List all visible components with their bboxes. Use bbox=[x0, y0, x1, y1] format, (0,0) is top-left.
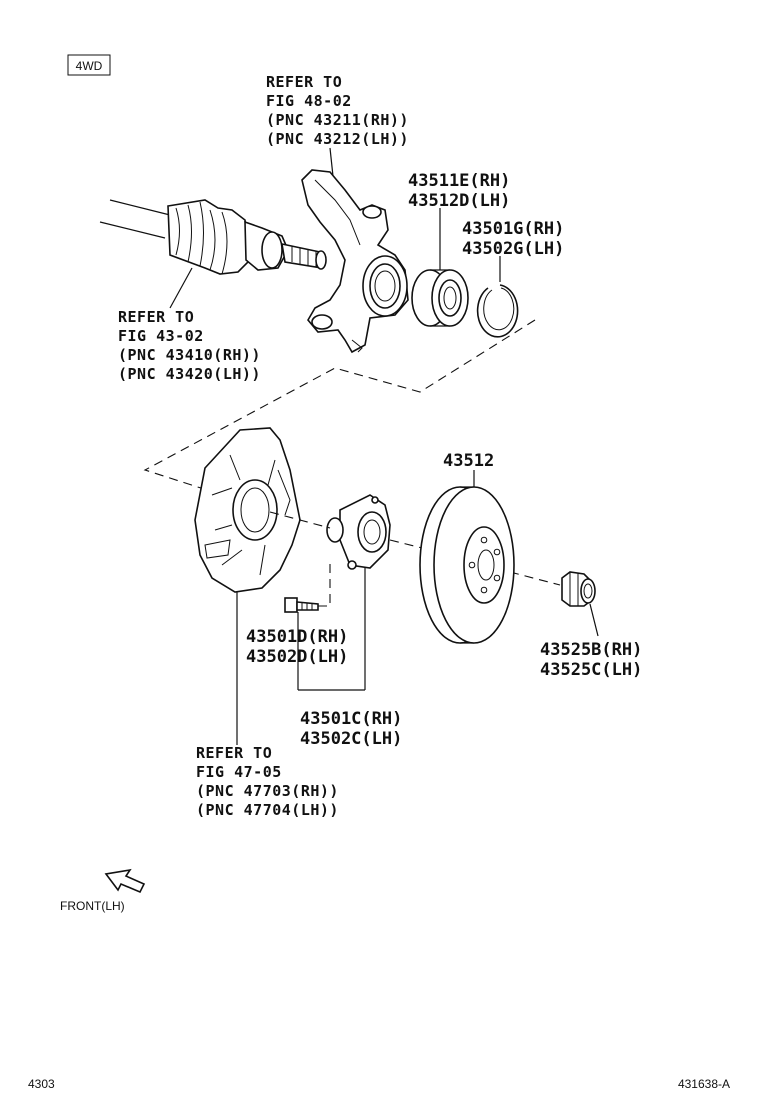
bolt-lh: 43502D(LH) bbox=[246, 647, 348, 667]
snap-ring bbox=[476, 284, 519, 338]
snap-ring-rh: 43501G(RH) bbox=[462, 219, 564, 239]
bearing-lh: 43512D(LH) bbox=[408, 191, 510, 211]
snap-ring-lh: 43502G(LH) bbox=[462, 239, 564, 259]
driveshaft-ref-line3: (PNC 43410(RH)) bbox=[118, 346, 261, 364]
drive-type-badge: 4WD bbox=[67, 54, 111, 76]
front-direction-arrow-icon bbox=[104, 868, 146, 894]
dust-cover-reference: REFER TO FIG 47-05 (PNC 47703(RH)) (PNC … bbox=[196, 744, 339, 819]
bolt-label: 43501D(RH) 43502D(LH) bbox=[246, 627, 348, 667]
disc-label: 43512 bbox=[443, 451, 494, 471]
badge-text: 4WD bbox=[76, 59, 103, 73]
nut-lh: 43525C(LH) bbox=[540, 660, 642, 680]
dust-cover-ref-line2: FIG 47-05 bbox=[196, 763, 282, 781]
hub-bolt bbox=[284, 597, 319, 613]
bolt-rh: 43501D(RH) bbox=[246, 627, 348, 647]
dust-cover bbox=[194, 427, 301, 593]
nut-label: 43525B(RH) 43525C(LH) bbox=[540, 640, 642, 680]
knuckle-ref-line3: (PNC 43211(RH)) bbox=[266, 111, 409, 129]
bolt-dash-line bbox=[318, 560, 331, 607]
driveshaft-reference: REFER TO FIG 43-02 (PNC 43410(RH)) (PNC … bbox=[118, 308, 261, 383]
nut-rh: 43525B(RH) bbox=[540, 640, 642, 660]
knuckle-ref-line4: (PNC 43212(LH)) bbox=[266, 130, 409, 148]
driveshaft-ref-line2: FIG 43-02 bbox=[118, 327, 204, 345]
dust-cover-ref-line3: (PNC 47703(RH)) bbox=[196, 782, 339, 800]
nut-leader bbox=[589, 603, 599, 637]
figure-id: 431638-A bbox=[678, 1077, 730, 1091]
driveshaft-leader bbox=[169, 267, 193, 309]
bearing-label: 43511E(RH) 43512D(LH) bbox=[408, 171, 510, 211]
knuckle-reference: REFER TO FIG 48-02 (PNC 43211(RH)) (PNC … bbox=[266, 73, 409, 148]
hub-bearing bbox=[411, 269, 469, 327]
assembly-outline bbox=[143, 319, 536, 521]
driveshaft-ref-line1: REFER TO bbox=[118, 308, 194, 326]
hub-lh: 43502C(LH) bbox=[300, 729, 402, 749]
drive-shaft bbox=[99, 199, 327, 275]
steering-knuckle bbox=[301, 169, 409, 354]
hub-rh: 43501C(RH) bbox=[300, 709, 402, 729]
front-label: FRONT(LH) bbox=[60, 899, 125, 913]
hub-nut bbox=[561, 571, 596, 607]
driveshaft-ref-line4: (PNC 43420(LH)) bbox=[118, 365, 261, 383]
axle-hub bbox=[326, 494, 391, 570]
page-number: 4303 bbox=[28, 1077, 55, 1091]
dust-cover-ref-line4: (PNC 47704(LH)) bbox=[196, 801, 339, 819]
brake-disc bbox=[419, 486, 515, 644]
hub-label: 43501C(RH) 43502C(LH) bbox=[300, 709, 402, 749]
knuckle-ref-line2: FIG 48-02 bbox=[266, 92, 352, 110]
knuckle-ref-line1: REFER TO bbox=[266, 73, 342, 91]
bearing-rh: 43511E(RH) bbox=[408, 171, 510, 191]
dust-cover-ref-line1: REFER TO bbox=[196, 744, 272, 762]
axis-line bbox=[269, 511, 561, 586]
snap-ring-label: 43501G(RH) 43502G(LH) bbox=[462, 219, 564, 259]
